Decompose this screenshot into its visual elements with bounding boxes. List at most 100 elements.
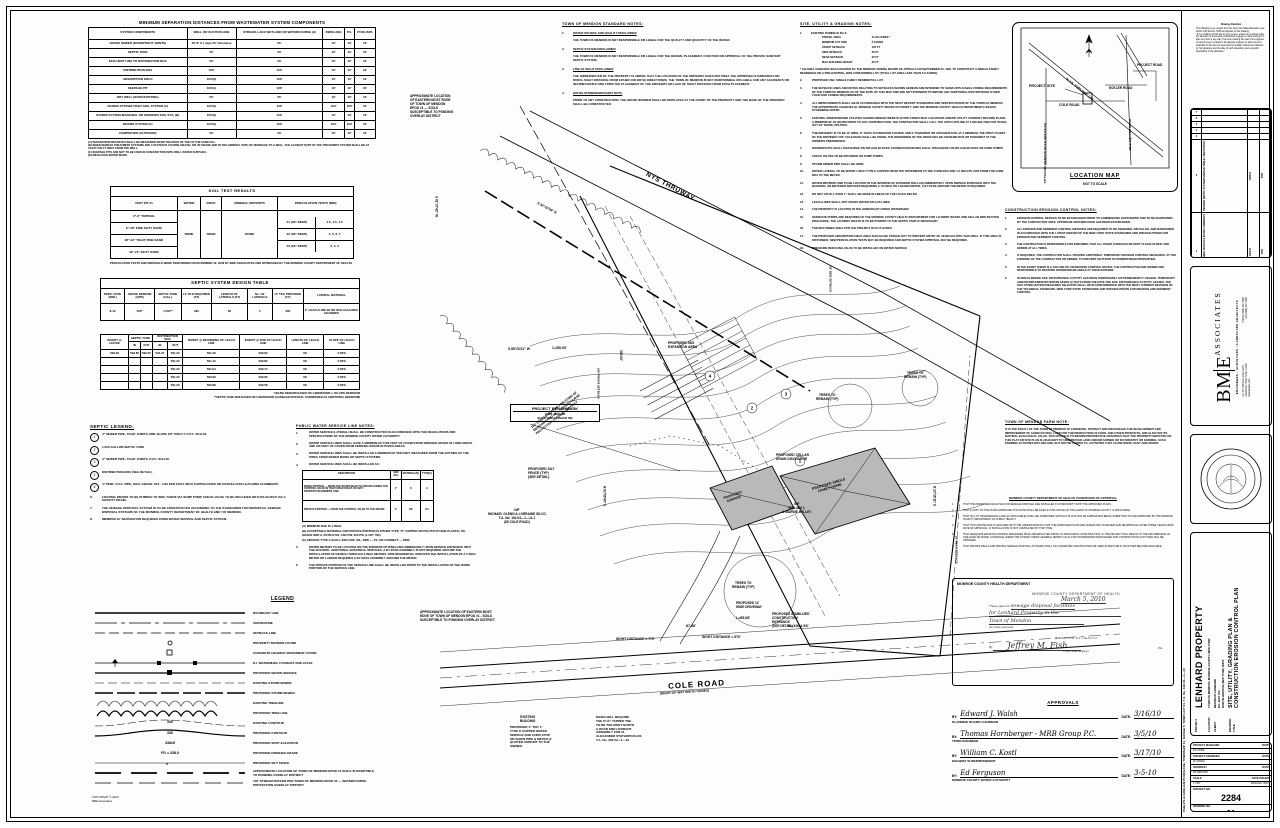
separation-footnote-1: (B) WHEN SEWAGE TREATMENT SYSTEMS ARE LO… xyxy=(88,143,370,151)
soil-header-3: MINERAL DEPOSITS xyxy=(220,196,279,211)
mendon-note-body-0: THE TOWN OF MENDON IS NOT RESPONSIBLE OR… xyxy=(573,38,731,42)
invert-cell-1-4: 591.20 xyxy=(167,357,184,367)
invert-cell-3-2 xyxy=(139,373,153,383)
invert-cell-3-0 xyxy=(99,373,130,383)
approval-role-0: PLANNING BOARD CHAIRMAN xyxy=(952,719,999,724)
invert-cell-2-7: 60' xyxy=(285,365,325,375)
approval-role-3: MONROE COUNTY WATER AUTHORITY xyxy=(952,778,1011,782)
site-note-12: 14.THE PROPERTY IS LOCATED IN THE HONEOE… xyxy=(800,207,910,212)
project-info-value-3: 1"=40' xyxy=(1191,781,1238,787)
project-info-date-3: JANUARY 2010 xyxy=(1237,781,1271,787)
water-tail-note-0: 5.WATER METERS TO BE LOCATED ON THE INTE… xyxy=(296,544,476,560)
mendon-note-0: 1. WATER SOURCE AND QUALITY DISCLAIMER T… xyxy=(562,31,790,42)
legend-item-10: PROPOSED TREE LINE xyxy=(95,708,375,718)
drawing-title-label: DRAWING TITLE xyxy=(1228,718,1236,732)
firm-initial-e: E xyxy=(1212,355,1235,371)
septic-legend-text-5: FOOTING DRAINS TO BE PUMPED TO SIDE YARD… xyxy=(102,494,286,503)
invert-cell-3-1 xyxy=(128,373,141,383)
approval-by-label-3: BY: xyxy=(952,773,958,778)
approvals-title: APPROVALS xyxy=(1047,700,1079,705)
invert-cell-0-0: 593.00 xyxy=(99,349,130,359)
table-row: COMPOSTER (OUTDOOR)50'50'10'10'10' xyxy=(88,128,376,139)
approval-row-2: BY: William C. Kostl DATE: 3/17/10 HIGHW… xyxy=(952,750,1174,763)
separation-cell-3-5: 10' xyxy=(354,65,376,76)
separation-cell-7-2: 100' xyxy=(235,101,324,112)
zoning-key-4: REAR SETBACK xyxy=(822,56,844,59)
project-info-row-2: DRAWN BY DATE xyxy=(1191,764,1271,771)
stamp-date: March 5, 2010 xyxy=(1061,596,1106,604)
legend-symbol-5 xyxy=(95,658,245,668)
invert-cell-3-3 xyxy=(151,373,169,383)
invert-cell-1-2 xyxy=(139,357,153,367)
soil-perc-0: #1 (33" DEEP)1.5, 1.5, 1.5 xyxy=(278,217,353,229)
invert-cell-4-4: 591.20 xyxy=(167,381,184,391)
zoning-key-0: PARCEL AREA xyxy=(822,36,842,39)
invert-header-3: INVERT @ BEGINNING OF LEACH LINE xyxy=(182,333,241,351)
signer-title: Public Health Engineer xyxy=(1063,649,1089,653)
approval-date-label-2: DATE: xyxy=(1121,754,1131,758)
revision-date-1: 2/23/10 xyxy=(1247,211,1260,257)
client-name: REGINA M. LENHARD P.O. BOX 180 NORTH HUD… xyxy=(1213,659,1225,708)
invert-subheader-3: OUT xyxy=(167,341,184,351)
location-map-label-eckler-road: ECKLER ROAD xyxy=(1109,86,1133,90)
septic-legend-item-2: 3 4" SEWER PIPE, TIGHT JOINTS, P.V.C. SC… xyxy=(90,457,290,467)
plan-setback-side: 20' SIDE SETBACK xyxy=(828,266,833,293)
legend-item-13: 338x5 PROPOSED SPOT ELEVATION xyxy=(95,738,375,748)
separation-cell-8-0: RAISED SYSTEM-MARGINAL OR MODIFIED SOIL … xyxy=(88,110,188,121)
revisions-block: 7 6 5 4 xyxy=(1190,108,1272,258)
plan-label-epod1b: APPROXIMATE LOCATION OF EASTERN MOST EDG… xyxy=(420,610,495,622)
water-note-0: 1. WATER SERVICE (LATERAL) SHALL BE CONS… xyxy=(296,430,456,438)
separation-cell-4-3: 10' xyxy=(322,74,346,85)
legend-label-1: CENTERLINE xyxy=(253,620,273,625)
invert-cell-4-0 xyxy=(99,381,130,391)
invert-cell-0-7: 60' xyxy=(285,349,325,359)
legend-symbol-1 xyxy=(95,619,245,627)
zoning-value-1: 5 ACRES xyxy=(871,41,884,44)
location-map-label-cole-road: COLE ROAD xyxy=(1059,103,1080,107)
invert-cell-4-2 xyxy=(139,381,153,391)
project-info-label-0: PROJECT MANAGER xyxy=(1191,743,1238,749)
legend-symbol-7 xyxy=(95,679,245,687)
plan-bearing-5: 1,150.00' xyxy=(552,346,567,350)
separation-cell-8-5: 10' xyxy=(354,110,376,121)
invert-cell-1-7: 60' xyxy=(285,357,325,367)
location-map-label-project-road: PROJECT ROAD xyxy=(1137,63,1163,67)
zoning-row-5: MAX BUILDING HEIGHT 35 FT xyxy=(821,60,891,65)
separation-cell-8-2: 100' xyxy=(235,110,324,121)
site-note-9: 11.WATER METERED AND TO BE LOCATED IN TH… xyxy=(800,180,997,189)
septic-legend-text-1: 1,500 GALLON SEPTIC TANK xyxy=(102,444,145,449)
legend-symbol-4 xyxy=(95,649,245,657)
location-map-frame: PROJECT SITE N.Y.S. THRUWAY I-90 COLE RO… xyxy=(1012,22,1178,192)
separation-footnote-0: (A) SEPARATION DISTANCES SHALL BE MEASUR… xyxy=(88,140,216,144)
firm-fax: FAX (585) 377-7309 xyxy=(1244,297,1248,319)
invert-cell-3-7: 60' xyxy=(285,373,325,383)
legend-item-5: D.I. WATERMAIN, HYDRANT AND VALVE xyxy=(95,658,375,668)
plan-label-silt-fence: PROPOSED SILT FENCE (TYP) (SEE DETAIL) xyxy=(528,467,555,479)
septic-legend-marker-6: 7. xyxy=(90,505,93,510)
invert-cell-0-6: 590.90 xyxy=(239,349,287,359)
zoning-value-3: 20 FT xyxy=(871,51,879,54)
invert-cell-2-4: 591.20 xyxy=(167,365,184,375)
legend-item-0: BOUNDARY LINE xyxy=(95,608,375,618)
mendon-note-head-3: HOUSE NUMBER/DRIVEWAY NOTE xyxy=(573,90,623,95)
project-info-value-2: RT DESTRO xyxy=(1191,770,1238,776)
plan-bearing-7: R=1004.93' xyxy=(788,623,809,628)
invert-cell-1-1 xyxy=(128,357,141,367)
legend-label-8: PROPOSED STORM SEWER xyxy=(253,690,295,695)
invert-cell-1-0 xyxy=(99,357,130,367)
revision-row-1: 1 REVISED PER TOWN ENGINEER, MCDOH & MCW… xyxy=(1191,211,1271,257)
legend-label-16: APPROXIMATE LOCATION OF TOWN OF MENDON E… xyxy=(253,768,375,777)
separation-cell-4-5: 10' xyxy=(354,74,376,85)
legend-label-13: PROPOSED SPOT ELEVATION xyxy=(253,740,298,745)
separation-cell-5-3: 10' xyxy=(322,83,346,94)
legend-symbol-2 xyxy=(95,629,245,637)
legend-symbol-13: 338x5 xyxy=(165,741,175,745)
septic-value-5: 5 xyxy=(246,303,274,321)
legend-label-12: PROPOSED CONTOUR xyxy=(253,730,287,735)
